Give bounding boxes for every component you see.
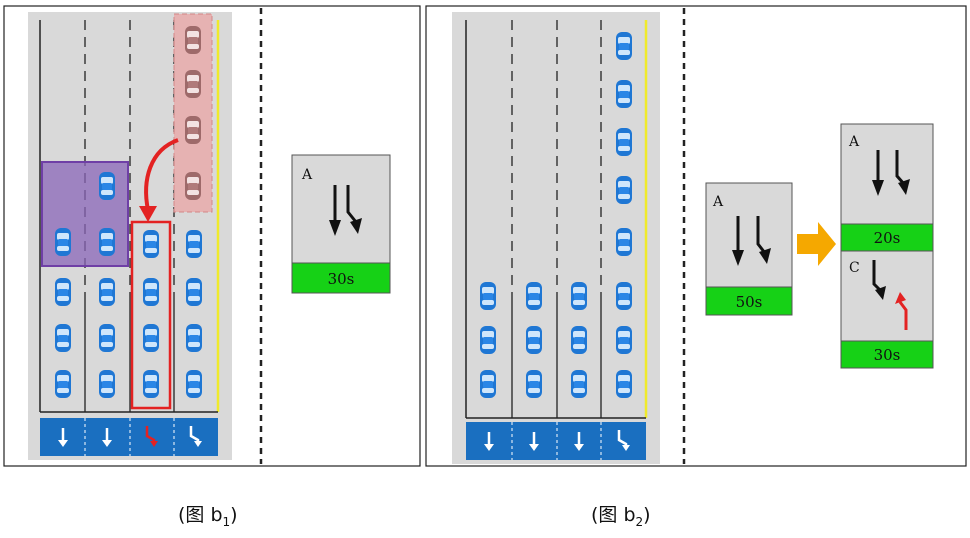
left-turn-arrow-icon bbox=[346, 185, 362, 234]
caption-text: (图 b bbox=[178, 504, 223, 526]
signal-label: A bbox=[712, 194, 724, 210]
car-icon bbox=[616, 370, 632, 398]
car-icon bbox=[616, 176, 632, 204]
signal-label: A bbox=[848, 134, 860, 150]
highlight-lane-box bbox=[130, 220, 172, 410]
car-icon bbox=[616, 32, 632, 60]
car-icon bbox=[143, 278, 159, 306]
car-icon bbox=[480, 282, 496, 310]
car-icon bbox=[185, 70, 201, 98]
lane-change-arrow bbox=[144, 138, 179, 211]
car-icon bbox=[185, 172, 201, 200]
car-icon bbox=[616, 80, 632, 108]
car-icon bbox=[480, 326, 496, 354]
left-turn-arrow-icon bbox=[872, 260, 886, 300]
car-icon bbox=[616, 128, 632, 156]
car-icon bbox=[616, 326, 632, 354]
car-icon bbox=[186, 370, 202, 398]
caption-subscript: 1 bbox=[222, 514, 231, 529]
signal-timer: 30s bbox=[874, 346, 901, 364]
signal-sign-b1: A 30s bbox=[291, 154, 391, 294]
panel-b2: A 50s A bbox=[425, 5, 967, 467]
signal-timer: 30s bbox=[328, 270, 355, 288]
car-icon bbox=[185, 26, 201, 54]
straight-arrow-icon bbox=[329, 185, 341, 236]
lane-marking-bar bbox=[40, 418, 218, 456]
caption-subscript: 2 bbox=[635, 514, 644, 529]
signal-sign-b2-before: A 50s bbox=[705, 182, 793, 316]
caption-b1: (图 b1) bbox=[178, 500, 238, 529]
signal-timer: 20s bbox=[874, 229, 901, 247]
car-icon bbox=[186, 324, 202, 352]
signal-sign-b2-after-c: C 30s bbox=[840, 250, 934, 369]
left-turn-arrow-icon bbox=[756, 216, 771, 264]
car-icon bbox=[143, 370, 159, 398]
car-icon bbox=[55, 370, 71, 398]
car-icon bbox=[571, 370, 587, 398]
car-icon bbox=[616, 228, 632, 256]
panel-b1-border bbox=[3, 5, 421, 467]
signal-label: C bbox=[849, 260, 860, 276]
car-icon bbox=[186, 278, 202, 306]
lane-change-arrowhead bbox=[139, 206, 157, 222]
lane-marking-bar bbox=[466, 422, 646, 460]
car-icon bbox=[616, 282, 632, 310]
caption-text: (图 b bbox=[591, 504, 636, 526]
car-icon bbox=[99, 278, 115, 306]
straight-arrow-icon bbox=[732, 216, 744, 266]
left-turn-arrow-icon bbox=[895, 292, 908, 330]
left-turn-arrow-icon bbox=[895, 150, 910, 195]
car-icon bbox=[526, 326, 542, 354]
car-icon bbox=[186, 230, 202, 258]
car-icon bbox=[143, 230, 159, 258]
car-icon bbox=[99, 228, 115, 256]
car-icon bbox=[55, 228, 71, 256]
panel-b1: A 30s bbox=[3, 5, 421, 467]
panel-b2-border bbox=[425, 5, 967, 467]
car-icon bbox=[99, 324, 115, 352]
car-icon bbox=[99, 172, 115, 200]
car-icon bbox=[143, 324, 159, 352]
car-icon bbox=[55, 324, 71, 352]
car-icon bbox=[526, 370, 542, 398]
caption-close: ) bbox=[643, 504, 651, 526]
car-icon bbox=[571, 326, 587, 354]
car-icon bbox=[526, 282, 542, 310]
car-icon bbox=[99, 370, 115, 398]
car-icon bbox=[55, 278, 71, 306]
signal-timer: 50s bbox=[736, 293, 763, 311]
transition-arrow-icon bbox=[797, 222, 836, 266]
signal-label: A bbox=[301, 167, 313, 183]
car-icon bbox=[480, 370, 496, 398]
car-icon bbox=[571, 282, 587, 310]
straight-arrow-icon bbox=[872, 150, 884, 196]
signal-sign-b2-after-a: A 20s bbox=[840, 123, 934, 252]
caption-close: ) bbox=[230, 504, 238, 526]
waiting-zone-purple bbox=[41, 161, 129, 267]
caption-b2: (图 b2) bbox=[591, 500, 651, 529]
car-icon bbox=[185, 116, 201, 144]
